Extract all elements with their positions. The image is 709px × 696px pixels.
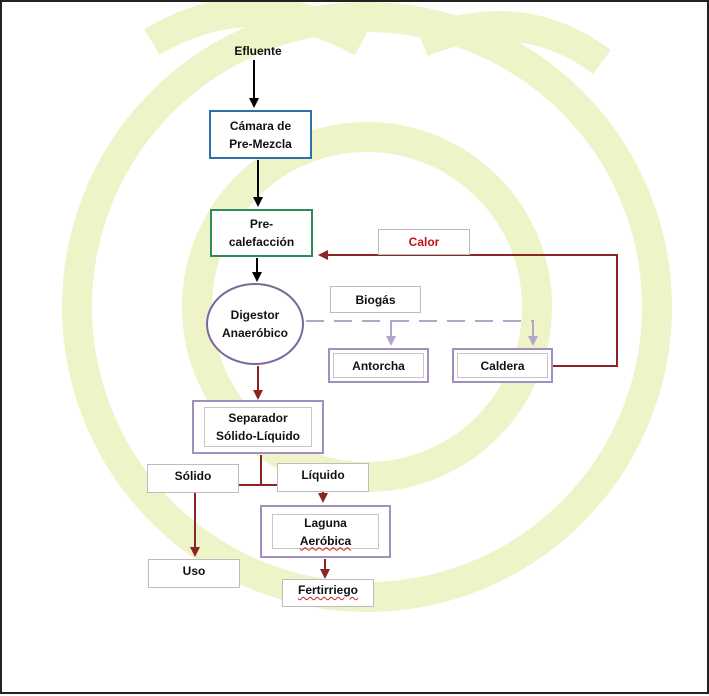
node-digestor-anaerobico: Digestor Anaeróbico bbox=[206, 283, 304, 365]
node-separador-solido-liquido: Separador Sólido-Líquido bbox=[192, 400, 324, 454]
label-biogas: Biogás bbox=[330, 286, 421, 313]
node-antorcha: Antorcha bbox=[328, 348, 429, 383]
label-calor: Calor bbox=[378, 229, 470, 255]
arrow-biogas-caldera bbox=[391, 320, 538, 346]
label-liquido-text: Líquido bbox=[301, 468, 345, 482]
node-precalefaccion-line-2: calefacción bbox=[228, 235, 295, 249]
node-laguna-line-1: Laguna bbox=[304, 515, 347, 530]
node-uso: Uso bbox=[148, 559, 240, 588]
node-antorcha-label: Antorcha bbox=[352, 358, 405, 373]
node-caldera-label: Caldera bbox=[480, 358, 525, 373]
node-caldera-inner: Caldera bbox=[457, 353, 548, 378]
node-efluente: Efluente bbox=[212, 41, 304, 61]
arrow-to-uso bbox=[190, 484, 261, 557]
node-separador-inner: Separador Sólido-Líquido bbox=[204, 407, 312, 447]
node-laguna-inner: Laguna Aeróbica bbox=[272, 514, 379, 549]
node-fertirriego: Fertirriego bbox=[282, 579, 374, 607]
node-fertirriego-label: Fertirriego bbox=[297, 583, 358, 597]
node-laguna-aerobica: Laguna Aeróbica bbox=[260, 505, 391, 558]
node-precalefaccion-line-1: Pre- bbox=[249, 217, 274, 231]
label-solido-text: Sólido bbox=[174, 469, 212, 483]
node-camara-pre-mezcla: Cámara de Pre-Mezcla bbox=[209, 110, 312, 159]
node-separador-line-1: Separador bbox=[228, 411, 288, 425]
arrow-biogas-antorcha bbox=[306, 320, 396, 346]
arrow-calor-return bbox=[318, 250, 618, 367]
node-uso-label: Uso bbox=[182, 564, 206, 578]
node-camara-line-1: Cámara de bbox=[229, 118, 292, 133]
label-solido: Sólido bbox=[147, 464, 239, 493]
node-camara-line-2: Pre-Mezcla bbox=[229, 136, 292, 151]
node-laguna-line-2: Aeróbica bbox=[299, 533, 352, 548]
node-antorcha-inner: Antorcha bbox=[333, 353, 424, 378]
node-pre-calefaccion: Pre- calefacción bbox=[210, 209, 313, 257]
node-efluente-label: Efluente bbox=[234, 44, 282, 58]
label-calor-text: Calor bbox=[408, 235, 440, 249]
label-biogas-text: Biogás bbox=[355, 292, 396, 307]
label-liquido: Líquido bbox=[277, 463, 369, 492]
node-separador-line-2: Sólido-Líquido bbox=[216, 429, 300, 443]
node-caldera: Caldera bbox=[452, 348, 553, 383]
node-digestor-line-2: Anaeróbico bbox=[221, 326, 288, 340]
node-digestor-line-1: Digestor bbox=[230, 308, 280, 322]
